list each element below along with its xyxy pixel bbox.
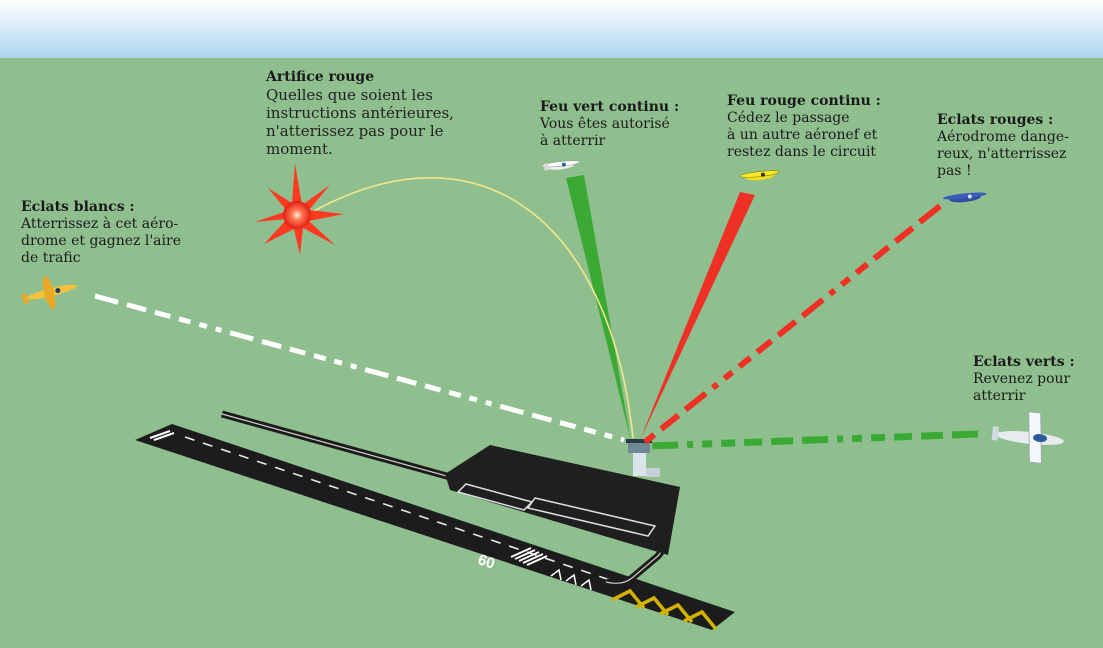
runway-arrows: [550, 568, 592, 591]
label-body: Cédez le passage à un autre aéronef et r…: [727, 110, 878, 160]
white-flashes-beam: [94, 293, 625, 443]
label-body: Vous êtes autorisé à atterrir: [540, 116, 670, 149]
label-body: Quelles que soient les instructions anté…: [266, 86, 454, 158]
label-title: Artifice rouge: [266, 69, 375, 85]
label-feu-vert-continu: Feu vert continu : Vous êtes autorisé à …: [540, 99, 679, 150]
control-tower: [626, 439, 660, 477]
label-feu-rouge-continu: Feu rouge continu : Cédez le passage à u…: [727, 93, 881, 161]
aircraft-green-steady: [541, 160, 580, 171]
runway-threshold-number: 09: [476, 550, 497, 571]
runway-chevrons: [611, 588, 718, 631]
runway: 09: [135, 424, 735, 631]
red-pyrotechnic-burst: [255, 163, 344, 255]
red-flashes-beam: [643, 203, 942, 445]
green-steady-beam: [566, 175, 631, 441]
label-body: Aérodrome dange- reux, n'atterrissez pas…: [937, 129, 1069, 179]
red-steady-beam: [640, 192, 755, 440]
red-pyrotechnic-trajectory: [311, 177, 634, 439]
label-eclats-blancs: Eclats blancs : Atterrissez à cet aéro- …: [21, 199, 181, 267]
aircraft-green-flashes: [991, 411, 1064, 464]
label-eclats-rouges: Eclats rouges : Aérodrome dange- reux, n…: [937, 112, 1069, 180]
apron: [445, 445, 680, 555]
aircraft-red-steady: [739, 170, 780, 181]
label-title: Eclats rouges :: [937, 112, 1054, 128]
aircraft-white-flashes: [21, 276, 78, 310]
label-title: Feu rouge continu :: [727, 93, 881, 109]
label-title: Eclats verts :: [973, 354, 1075, 370]
label-body: Atterrissez à cet aéro- drome et gagnez …: [21, 216, 181, 266]
label-title: Eclats blancs :: [21, 199, 135, 215]
label-artifice-rouge: Artifice rouge Quelles que soient les in…: [266, 69, 454, 158]
sky-band: [0, 0, 1103, 58]
label-eclats-verts: Eclats verts : Revenez pour atterrir: [973, 354, 1075, 405]
label-body: Revenez pour atterrir: [973, 371, 1071, 404]
green-flashes-beam: [649, 430, 979, 450]
aircraft-red-flashes: [942, 192, 987, 203]
label-title: Feu vert continu :: [540, 99, 680, 115]
